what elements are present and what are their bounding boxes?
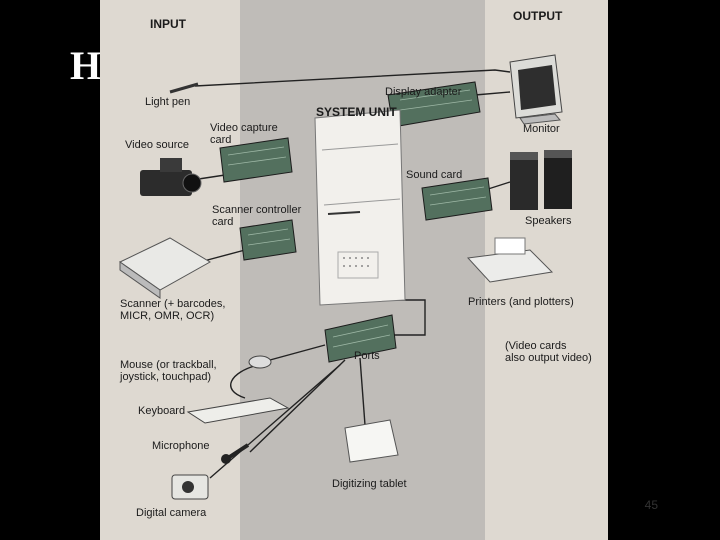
crt-monitor: [509, 54, 563, 125]
ports-cable-tablet: [359, 357, 366, 426]
light-pen-cable: [194, 69, 511, 87]
digital-camera-device: [171, 474, 209, 500]
video-cards-note: (Video cards also output video): [505, 340, 592, 364]
keyboard-label: Keyboard: [138, 405, 186, 417]
monitor-label: Monitor: [523, 123, 560, 135]
system-unit-tower: [314, 109, 406, 306]
sound-card-label: Sound card: [406, 169, 463, 181]
keyboard-device: [186, 397, 290, 424]
microphone-device: [221, 443, 250, 464]
display-adapter-label: Display adapter: [385, 86, 462, 98]
printer-device: [466, 237, 554, 283]
video-capture-card: [219, 137, 293, 183]
speakers-label: Speakers: [525, 215, 572, 227]
microphone-label: Microphone: [152, 440, 210, 452]
flatbed-scanner: [119, 237, 211, 299]
printer-cable: [390, 299, 426, 336]
hardware-diagram: INPUT OUTPUT SYSTEM UNIT Light pen Video…: [100, 0, 608, 540]
light-pen: [169, 82, 199, 94]
page-number: 45: [644, 498, 658, 512]
digital-camera-label: Digital camera: [136, 507, 207, 519]
ports-cable-camera: [209, 364, 341, 479]
output-heading: OUTPUT: [513, 9, 563, 23]
digitizing-tablet-device: [344, 419, 399, 463]
digitizing-tablet-label: Digitizing tablet: [332, 478, 407, 490]
slide-title: H y a: [70, 42, 602, 135]
mouse-device: [248, 355, 272, 369]
slide-title-left: H: [70, 43, 103, 88]
speaker-pair: [510, 150, 572, 210]
printers-label: Printers (and plotters): [468, 296, 574, 308]
system-unit-heading: SYSTEM UNIT: [316, 105, 397, 119]
light-pen-label: Light pen: [145, 96, 191, 108]
ports-cable-mouse: [269, 344, 326, 361]
sound-card: [421, 177, 493, 221]
scanner-controller-card-label: Scanner controller card: [212, 204, 302, 228]
mouse-cord: [230, 364, 259, 399]
ports-label: Ports: [354, 350, 380, 362]
display-adapter-cable: [474, 91, 511, 96]
diagram-drawing: [119, 54, 572, 500]
video-source-label: Video source: [125, 139, 190, 151]
mouse-label: Mouse (or trackball, joystick, touchpad): [120, 359, 217, 383]
scanner-label: Scanner (+ barcodes, MICR, OMR, OCR): [120, 298, 226, 322]
video-capture-card-label: Video capture card: [210, 122, 278, 146]
input-heading: INPUT: [150, 17, 186, 31]
video-camera: [140, 158, 202, 196]
